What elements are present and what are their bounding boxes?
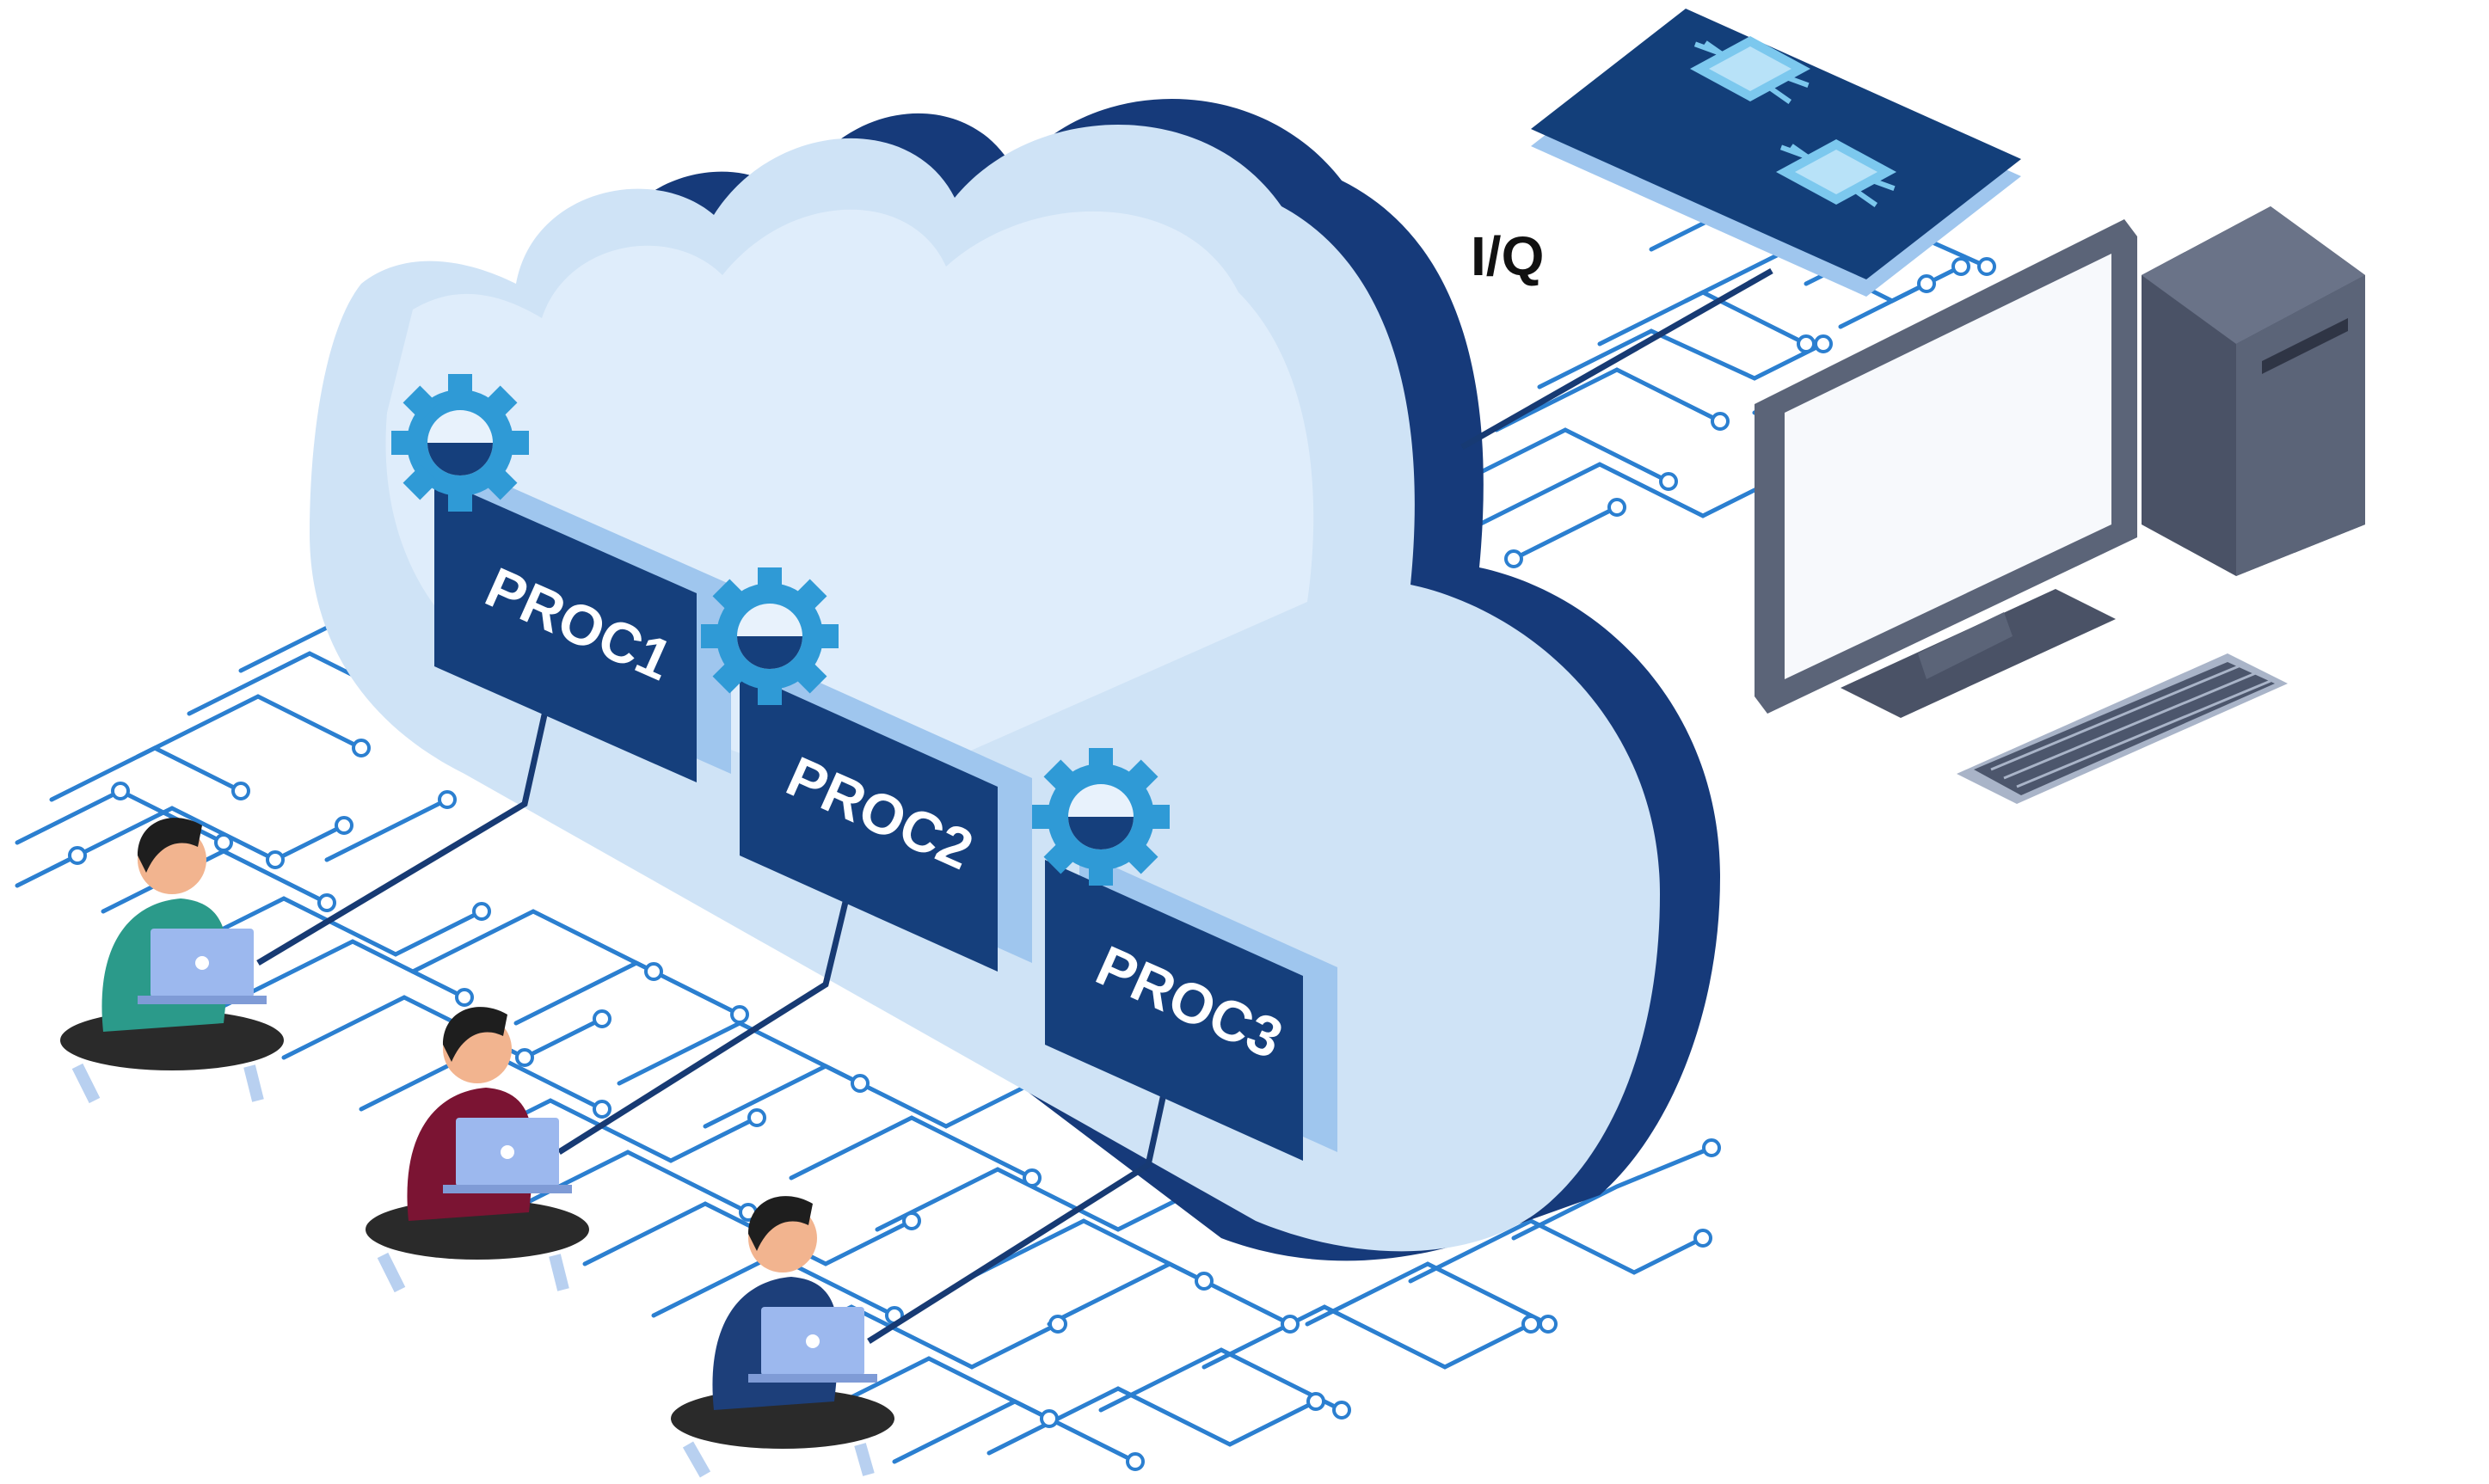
- user-3: [671, 1196, 894, 1478]
- chip-icon: [1776, 139, 1896, 207]
- monitor-screen: [1785, 254, 2111, 679]
- chip-icon: [1690, 36, 1810, 104]
- laptop-icon: [138, 929, 267, 1004]
- user-1: [60, 818, 284, 1104]
- laptop-icon: [748, 1307, 877, 1383]
- proc3-panel: PROC3: [1045, 851, 1337, 1161]
- iq-circuit-board: [1531, 9, 2021, 297]
- proc2-panel: PROC2: [740, 662, 1032, 972]
- iq-connection-line: [1460, 267, 1773, 451]
- laptop-icon: [443, 1118, 572, 1193]
- keyboard-icon: [1957, 653, 2288, 804]
- user-connection-lines: [256, 687, 1173, 1344]
- gear-icon: [701, 567, 839, 705]
- proc1-panel: PROC1: [434, 469, 731, 782]
- iq-label: I/Q: [1471, 225, 1544, 287]
- desktop-computer-icon: [1755, 206, 2365, 804]
- gear-icon: [391, 374, 529, 512]
- gear-icon: [1032, 748, 1170, 886]
- user-2: [366, 1007, 589, 1293]
